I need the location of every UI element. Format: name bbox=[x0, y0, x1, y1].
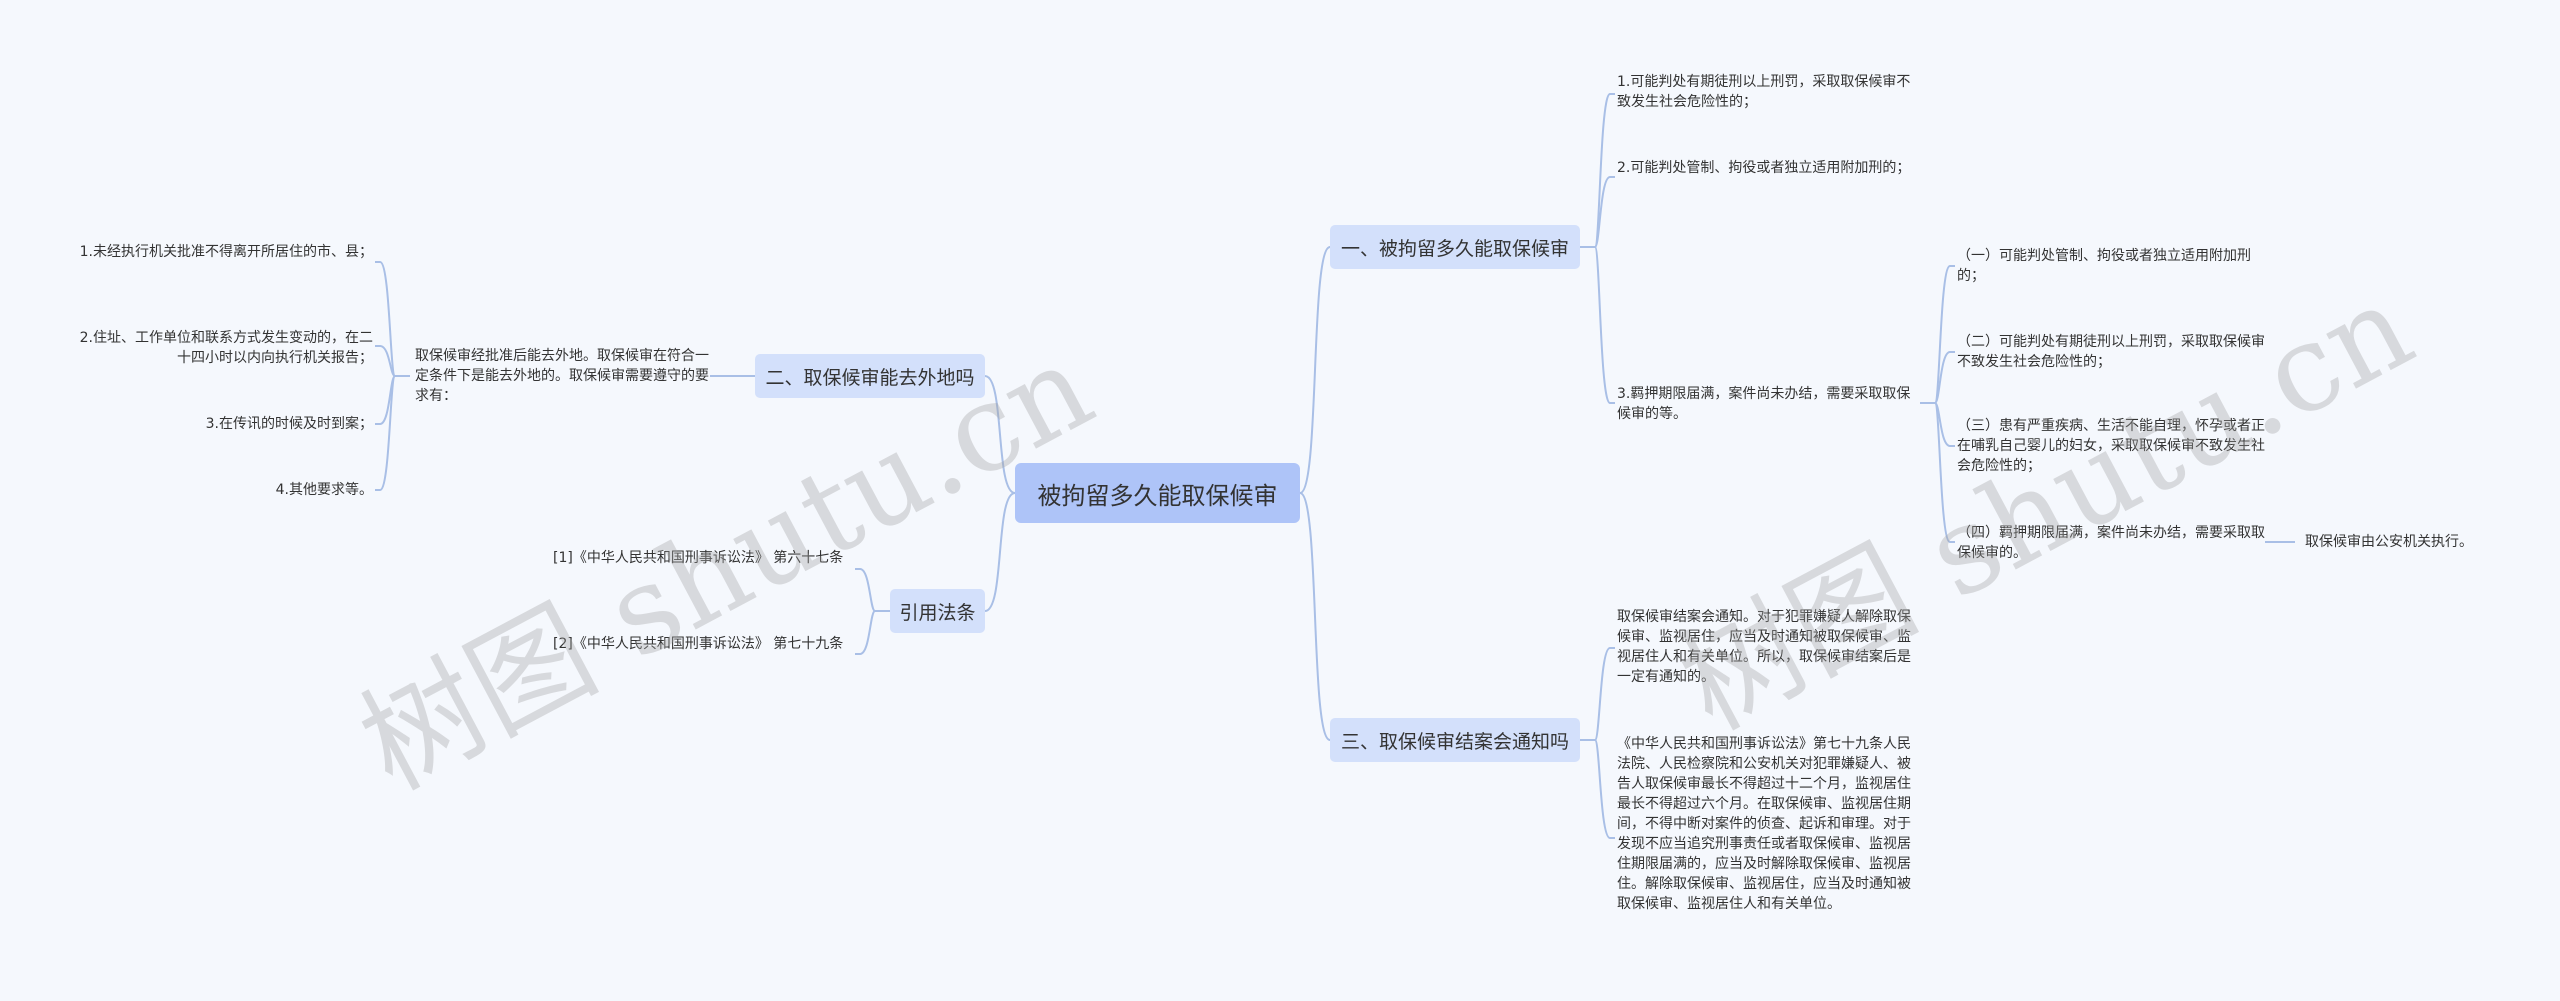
branch-node-4[interactable]: 引用法条 bbox=[890, 589, 985, 633]
branch2-item-2: 2.住址、工作单位和联系方式发生变动的，在二十四小时以内向执行机关报告； bbox=[79, 330, 373, 366]
branch-node-3[interactable]: 三、取保候审结案会通知吗 bbox=[1330, 718, 1580, 762]
branch-node-2[interactable]: 二、取保候审能去外地吗 bbox=[755, 354, 985, 398]
branch1-subitem-4: （四）羁押期限届满，案件尚未办结，需要采取取保候审的。 bbox=[1957, 525, 2265, 561]
branch1-item-1: 1.可能判处有期徒刑以上刑罚，采取取保候审不致发生社会危险性的； bbox=[1617, 74, 1911, 110]
branch2-item-1: 1.未经执行机关批准不得离开所居住的市、县； bbox=[79, 244, 373, 260]
branch4-item-1: [1]《中华人民共和国刑事诉讼法》 第六十七条 bbox=[553, 550, 844, 566]
branch3-item-1: 取保候审结案会通知。对于犯罪嫌疑人解除取保候审、监视居住，应当及时通知被取保候审… bbox=[1617, 609, 1911, 685]
branch1-item-2: 2.可能判处管制、拘役或者独立适用附加刑的； bbox=[1617, 160, 1911, 176]
branch1-subitem-2: （二）可能判处有期徒刑以上刑罚，采取取保候审不致发生社会危险性的； bbox=[1957, 334, 2265, 370]
branch2-item-3: 3.在传讯的时候及时到案； bbox=[205, 416, 373, 432]
branch2-item-4: 4.其他要求等。 bbox=[275, 482, 373, 498]
branch1-subitem-1: （一）可能判处管制、拘役或者独立适用附加刑的； bbox=[1957, 248, 2251, 284]
branch2-mid-text: 取保候审经批准后能去外地。取保候审在符合一定条件下是能去外地的。取保候审需要遵守… bbox=[415, 348, 709, 404]
root-node[interactable]: 被拘留多久能取保候审 bbox=[1015, 463, 1300, 523]
branch1-item-3: 3.羁押期限届满，案件尚未办结，需要采取取保候审的等。 bbox=[1617, 386, 1911, 422]
branch-node-1[interactable]: 一、被拘留多久能取保候审 bbox=[1330, 225, 1580, 269]
branch1-subsubitem: 取保候审由公安机关执行。 bbox=[2305, 534, 2473, 550]
branch3-item-2: 《中华人民共和国刑事诉讼法》第七十九条人民法院、人民检察院和公安机关对犯罪嫌疑人… bbox=[1617, 736, 1911, 912]
branch4-item-2: [2]《中华人民共和国刑事诉讼法》 第七十九条 bbox=[553, 636, 844, 652]
branch1-subitem-3: （三）患有严重疾病、生活不能自理，怀孕或者正在哺乳自己婴儿的妇女，采取取保候审不… bbox=[1957, 418, 2265, 474]
